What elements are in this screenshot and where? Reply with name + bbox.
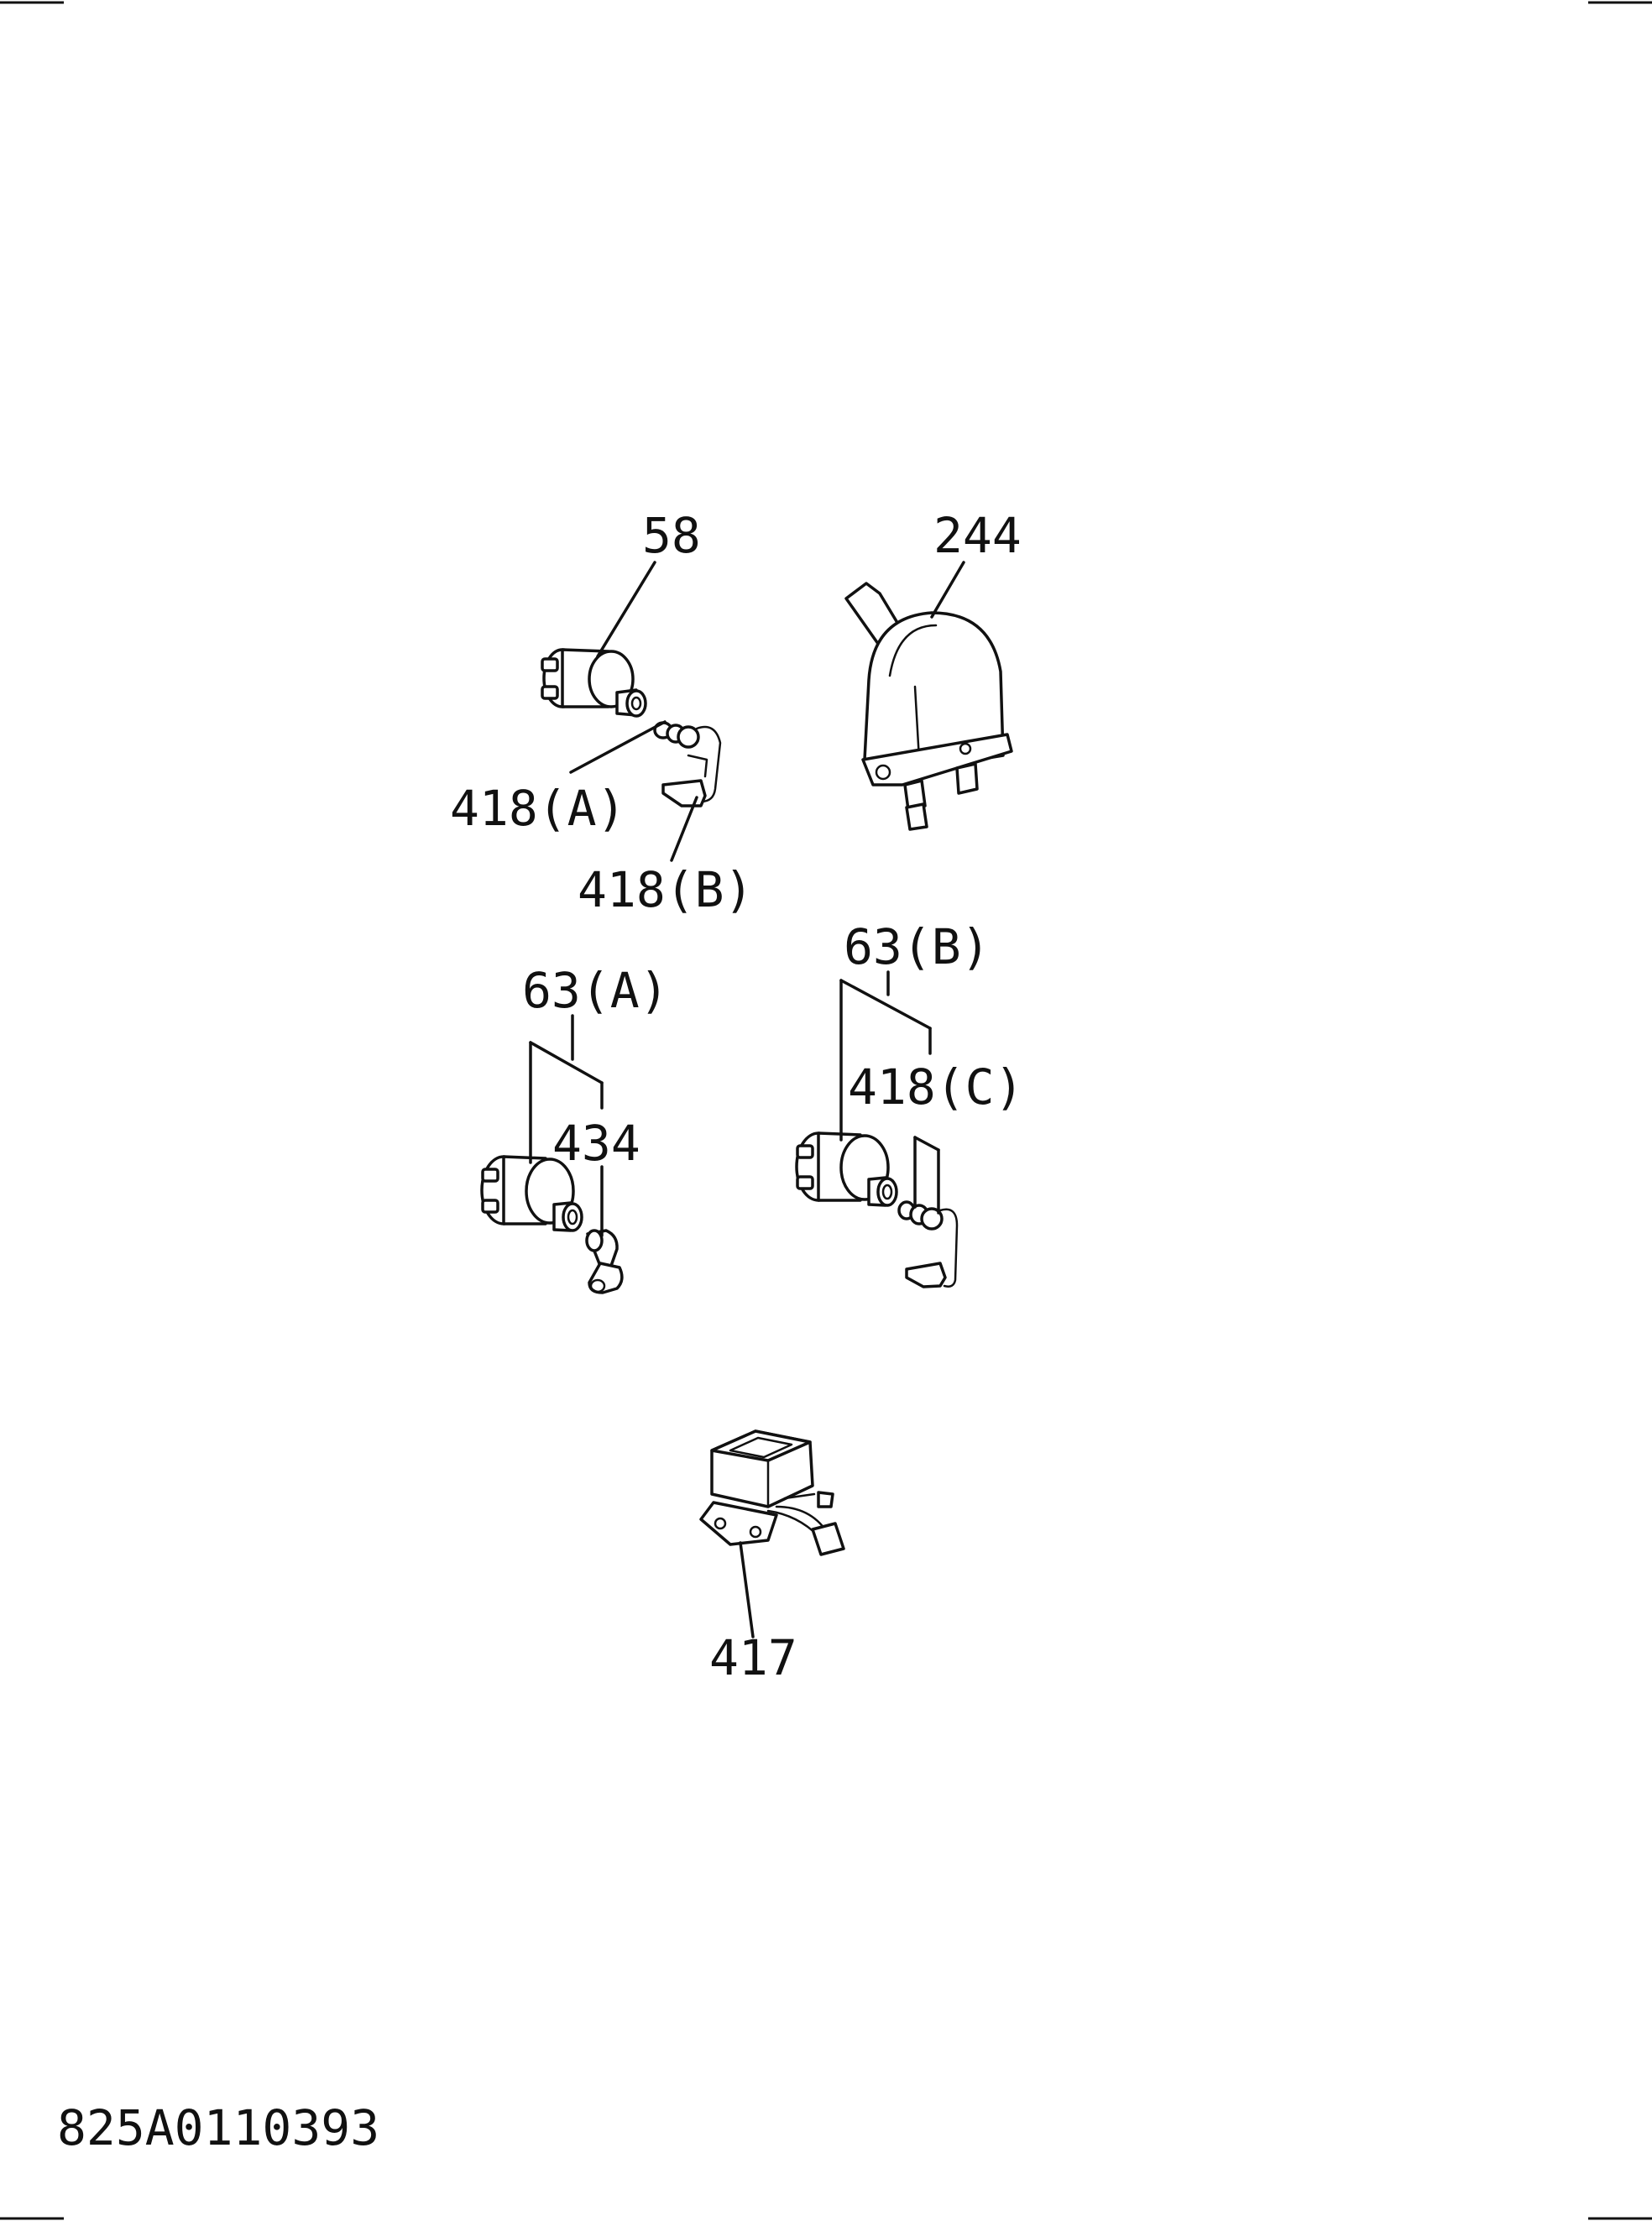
battery-switch-244-drawing (844, 582, 1013, 831)
callout-labels: 58 244 418(A) 418(B) 63(A) 434 63(B) 418… (450, 507, 1024, 1686)
callout-417: 417 (709, 1629, 797, 1686)
callout-418-b: 418(B) (578, 861, 754, 918)
callout-418-a: 418(A) (450, 780, 626, 837)
key-switch-58-drawing (541, 648, 722, 807)
callout-244: 244 (933, 507, 1022, 564)
callout-418-c: 418(C) (848, 1058, 1024, 1116)
key-switch-63b-drawing (795, 1131, 959, 1288)
leader-lines (529, 561, 965, 1638)
key-switch-63a-drawing (480, 1155, 624, 1294)
callout-63-b: 63(B) (844, 918, 991, 975)
callout-63-a: 63(A) (522, 962, 669, 1019)
relay-417-drawing (699, 1429, 845, 1556)
drawing-number: 825A0110393 (57, 2099, 379, 2156)
callout-434: 434 (552, 1115, 640, 1172)
callout-58: 58 (642, 507, 701, 564)
